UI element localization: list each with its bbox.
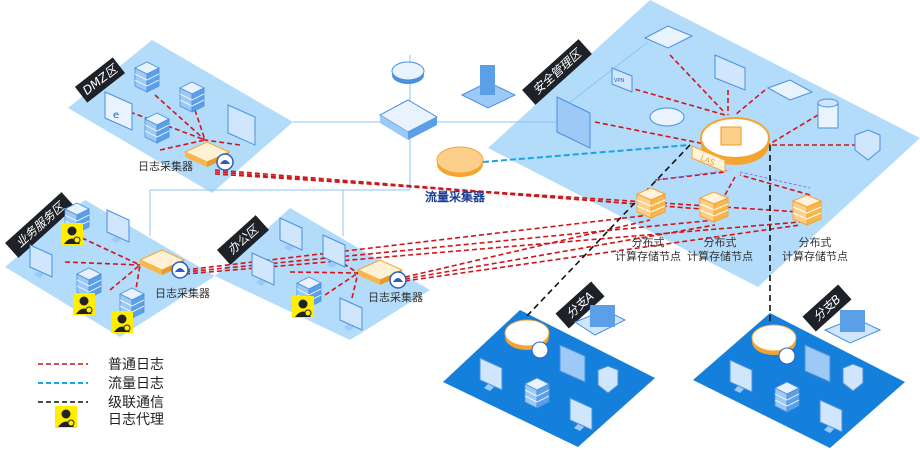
log-agent-icon (60, 222, 84, 246)
dmz-server-icon (179, 81, 205, 113)
network-links (149, 41, 649, 236)
las-server-icon: LAS (691, 117, 770, 173)
dmz-collector-label: 日志采集器 (138, 159, 193, 173)
web-browser-icon: e (104, 91, 133, 131)
zone-dmz-plane (68, 40, 293, 193)
storage-node-label: 分布式 计算存储节点 (782, 236, 848, 263)
svg-text:e: e (113, 110, 119, 121)
log-agent-icon (291, 295, 315, 319)
legend-item-log-agent: 日志代理 (54, 405, 164, 429)
svg-text:普通日志: 普通日志 (108, 357, 164, 373)
storage-node-icon (792, 194, 822, 226)
firewall-icon (559, 344, 586, 383)
firewall-appliance-icon (227, 104, 256, 146)
normal-log-lines (64, 54, 865, 299)
svg-text:日志代理: 日志代理 (108, 412, 164, 428)
switch-icon (643, 25, 694, 49)
audit-device-icon (766, 79, 814, 101)
flow-log-line (482, 144, 691, 163)
business-collector-label: 日志采集器 (155, 286, 210, 300)
log-agent-icon (72, 292, 96, 316)
router-icon (391, 61, 425, 84)
branch-server-icon (774, 381, 800, 413)
svg-text:分布式: 分布式 (799, 236, 832, 249)
svg-text:VPN: VPN (614, 78, 624, 84)
branch-las-icon (751, 324, 797, 365)
flow-collector-label: 流量采集器 (425, 189, 486, 204)
dmz-server-icon (134, 61, 160, 93)
svg-text:级联通信: 级联通信 (108, 395, 164, 411)
firewall-icon (804, 344, 831, 383)
shield-icon (842, 363, 864, 392)
cascade-lines (524, 144, 771, 325)
storage-node-icon (636, 187, 666, 219)
firewall-icon (556, 96, 591, 149)
flow-collector-icon (436, 146, 484, 177)
office-collector-label: 日志采集器 (368, 290, 423, 304)
log-agent-icon (54, 405, 78, 429)
storage-node-label: 分布式 计算存储节点 (687, 236, 753, 263)
branch-las-icon (504, 319, 550, 359)
svg-text:计算存储节点: 计算存储节点 (687, 249, 753, 263)
zone-branch-b-plane (693, 313, 905, 448)
shield-icon (854, 129, 881, 161)
log-agent-icon (110, 310, 134, 334)
svg-text:流量日志: 流量日志 (108, 376, 164, 392)
storage-node-label: 分布式 计算存储节点 (615, 236, 681, 263)
database-icon (817, 98, 839, 129)
legend-item-normal-log: 普通日志 (38, 357, 164, 373)
core-switch-icon (378, 99, 439, 140)
zone-office-plane (215, 208, 430, 340)
building-icon (460, 65, 517, 109)
svg-text:计算存储节点: 计算存储节点 (782, 249, 848, 263)
waf-icon (714, 54, 746, 91)
branch-building-icon (823, 310, 882, 344)
ips-router-icon (649, 107, 685, 127)
shield-icon (597, 365, 619, 394)
storage-node-icon (699, 191, 729, 223)
zone-branch-a-plane (443, 310, 655, 447)
branch-server-icon (524, 377, 550, 409)
storage-interconnect-lines (654, 169, 811, 189)
legend-item-cascade: 级联通信 (38, 395, 164, 411)
legend: 普通日志 流量日志 级联通信 日志代理 (38, 357, 164, 429)
dmz-server-icon (144, 112, 170, 144)
vpn-icon: VPN (611, 67, 633, 93)
zone-business-plane (5, 200, 215, 337)
svg-text:分布式: 分布式 (632, 236, 665, 249)
svg-text:计算存储节点: 计算存储节点 (615, 249, 681, 263)
legend-item-flow-log: 流量日志 (38, 376, 164, 392)
svg-text:分布式: 分布式 (704, 236, 737, 249)
branch-building-icon (573, 305, 627, 336)
